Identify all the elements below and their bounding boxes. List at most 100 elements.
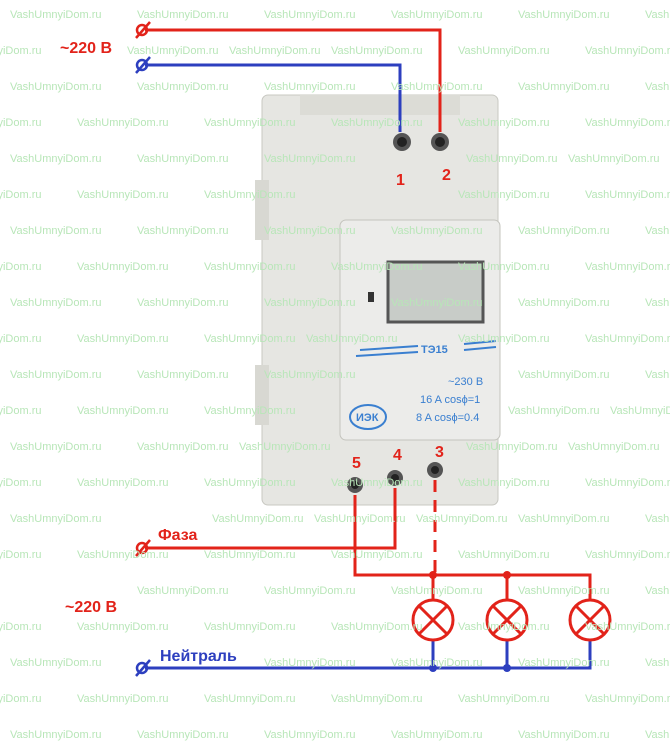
watermark-text: VashUmnyiDom.ru — [77, 189, 169, 201]
watermark-text: VashUmnyiDom.ru — [645, 585, 670, 597]
wires — [145, 28, 592, 670]
watermark-text: VashUmnyiDom.ru — [204, 333, 296, 345]
device-voltage: ~230 В — [448, 376, 483, 388]
watermark-text: VashUmnyiDom.ru — [458, 621, 550, 633]
watermark-text: VashUmnyiDom.ru — [518, 9, 610, 21]
watermark-text: VashUmnyiDom.ru — [10, 441, 102, 453]
brand-label: ИЭК — [356, 412, 379, 424]
terminal-1-label: 1 — [396, 172, 405, 189]
device-model: ТЭ15 — [421, 344, 448, 356]
watermark-text: VashUmnyiDom.ru — [391, 81, 483, 93]
device-rating-2: 8 A cosϕ=0.4 — [416, 412, 479, 424]
watermark-text: VashUmnyiDom.ru — [391, 729, 483, 741]
terminal-symbols — [135, 21, 151, 677]
watermark-text: VashUmnyiDom.ru — [458, 333, 550, 345]
watermark-text: VashUmnyiDom.ru — [458, 477, 550, 489]
watermark-text: VashUmnyiDom.ru — [518, 585, 610, 597]
watermark-text: VashUmnyiDom.ru — [264, 297, 356, 309]
watermark-text: VashUmnyiDom.ru — [645, 9, 670, 21]
watermark-text: VashUmnyiDom.ru — [10, 153, 102, 165]
watermark-text: VashUmnyiDom.ru — [585, 117, 670, 129]
terminal-3-label: 3 — [435, 444, 444, 461]
watermark-text: VashUmnyiDom.ru — [264, 81, 356, 93]
watermark-text: VashUmnyiDom.ru — [306, 333, 398, 345]
watermark-text: VashUmnyiDom.ru — [518, 225, 610, 237]
watermark-text: VashUmnyiDom.ru — [264, 225, 356, 237]
watermark-text: VashUmnyiDom.ru — [645, 729, 670, 741]
watermark-text: VashUmnyiDom.ru — [77, 117, 169, 129]
watermark-text: VashUmnyiDom.ru — [0, 549, 42, 561]
watermark-text: VashUmnyiDom.ru — [331, 477, 423, 489]
watermark-text: VashUmnyiDom.ru — [10, 657, 102, 669]
watermark-text: VashUmnyiDom.ru — [518, 513, 610, 525]
watermark-text: VashUmnyiDom.ru — [10, 225, 102, 237]
voltage-label-top: ~220 В — [60, 40, 112, 57]
watermark-text: VashUmnyiDom.ru — [0, 333, 42, 345]
watermark-text: VashUmnyiDom.ru — [10, 513, 102, 525]
watermark-text: VashUmnyiDom.ru — [391, 585, 483, 597]
watermark-text: VashUmnyiDom.ru — [585, 477, 670, 489]
watermark-text: VashUmnyiDom.ru — [77, 261, 169, 273]
watermark-text: VashUmnyiDom.ru — [518, 297, 610, 309]
watermark-text: VashUmnyiDom.ru — [0, 477, 42, 489]
watermark-text: VashUmnyiDom.ru — [264, 9, 356, 21]
watermark-text: VashUmnyiDom.ru — [264, 657, 356, 669]
watermark-text: VashUmnyiDom.ru — [391, 657, 483, 669]
watermark-text: VashUmnyiDom.ru — [77, 621, 169, 633]
watermark-text: VashUmnyiDom.ru — [204, 693, 296, 705]
timer-device — [255, 94, 501, 506]
watermark-text: VashUmnyiDom.ru — [137, 297, 229, 309]
watermark-text: VashUmnyiDom.ru — [204, 189, 296, 201]
watermark-text: VashUmnyiDom.ru — [127, 45, 219, 57]
lamps — [411, 598, 612, 642]
watermark-text: VashUmnyiDom.ru — [518, 657, 610, 669]
watermark-text: VashUmnyiDom.ru — [0, 405, 42, 417]
watermark-text: VashUmnyiDom.ru — [391, 297, 483, 309]
watermark-text: VashUmnyiDom.ru — [0, 261, 42, 273]
watermark-text: VashUmnyiDom.ru — [331, 45, 423, 57]
neutral-input-wire — [145, 63, 402, 132]
load-wire — [353, 495, 592, 600]
watermark-text: VashUmnyiDom.ru — [331, 261, 423, 273]
terminal-4-label: 4 — [393, 447, 402, 464]
lamp-icon — [485, 598, 529, 642]
voltage-label-bottom: ~220 В — [65, 599, 117, 616]
watermark-text: VashUmnyiDom.ru — [331, 621, 423, 633]
neutral-label: Нейтраль — [160, 648, 237, 665]
watermark-text: VashUmnyiDom.ru — [204, 117, 296, 129]
watermark-text: VashUmnyiDom.ru — [585, 333, 670, 345]
watermark-text: VashUmnyiDom.ru — [77, 405, 169, 417]
watermark-text: VashUmnyiDom.ru — [0, 45, 42, 57]
watermark-text: VashUmnyiDom.ru — [518, 81, 610, 93]
watermark-text: VashUmnyiDom.ru — [645, 225, 670, 237]
watermark-text: VashUmnyiDom.ru — [645, 369, 670, 381]
watermark-text: VashUmnyiDom.ru — [229, 45, 321, 57]
watermark-text: VashUmnyiDom.ru — [0, 117, 42, 129]
watermark-text: VashUmnyiDom.ru — [568, 441, 660, 453]
watermark-text: VashUmnyiDom.ru — [391, 225, 483, 237]
watermark-text: VashUmnyiDom.ru — [10, 729, 102, 741]
watermark-text: VashUmnyiDom.ru — [585, 45, 670, 57]
watermark-text: VashUmnyiDom.ru — [585, 189, 670, 201]
watermark-text: VashUmnyiDom.ru — [568, 153, 660, 165]
watermark-text: VashUmnyiDom.ru — [10, 369, 102, 381]
watermark-text: VashUmnyiDom.ru — [137, 9, 229, 21]
watermark-text: VashUmnyiDom.ru — [264, 369, 356, 381]
watermark-text: VashUmnyiDom.ru — [77, 549, 169, 561]
watermark-text: VashUmnyiDom.ru — [458, 189, 550, 201]
watermark-text: VashUmnyiDom.ru — [466, 441, 558, 453]
watermark-text: VashUmnyiDom.ru — [137, 369, 229, 381]
watermark-text: VashUmnyiDom.ru — [264, 153, 356, 165]
watermark-text: VashUmnyiDom.ru — [204, 549, 296, 561]
watermark-text: VashUmnyiDom.ru — [212, 513, 304, 525]
watermark-text: VashUmnyiDom.ru — [458, 45, 550, 57]
watermark-text: VashUmnyiDom.ru — [77, 477, 169, 489]
watermark-text: VashUmnyiDom.ru — [391, 9, 483, 21]
phase-input-wire — [145, 28, 442, 132]
watermark-text: VashUmnyiDom.ru — [137, 729, 229, 741]
watermark-text: VashUmnyiDom.ru — [264, 729, 356, 741]
watermark-text: VashUmnyiDom.ru — [585, 693, 670, 705]
watermark-text: VashUmnyiDom.ru — [0, 189, 42, 201]
watermark-text: VashUmnyiDom.ru — [204, 477, 296, 489]
terminal-5-label: 5 — [352, 455, 361, 472]
